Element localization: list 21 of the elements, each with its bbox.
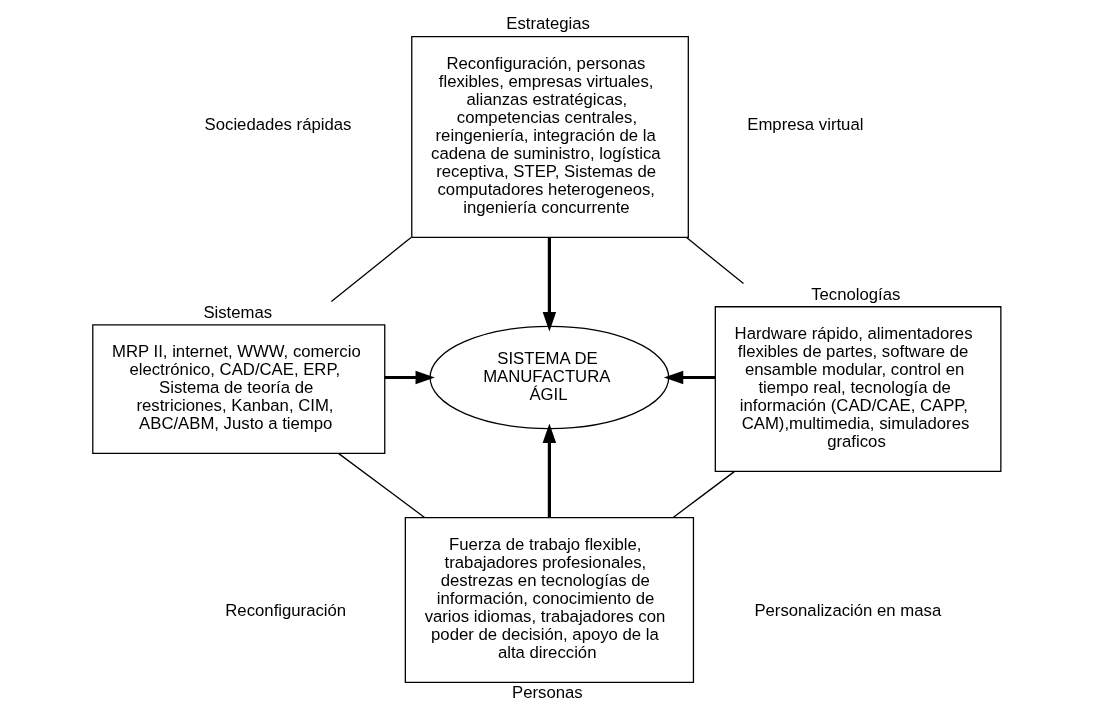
node-label: Estrategias <box>506 14 590 34</box>
arrow <box>542 423 557 518</box>
label: Personalización en masa <box>754 600 942 620</box>
node-label: Sistemas <box>203 302 273 322</box>
arrow <box>663 370 715 385</box>
node-label: Tecnologías <box>811 284 901 304</box>
label: Reconfiguración <box>225 600 347 620</box>
arrow <box>384 370 435 385</box>
node-box: Hardware rápido, alimentadores flexibles de partes, software de ensamble modular, control en tiempo real, tecnología de información (CAD/CAE, CAPP, CAM),multimedia, simuladores graficos <box>714 306 1002 473</box>
connector <box>685 236 745 285</box>
node-box: Fuerza de trabajo flexible, trabajadores profesionales, destrezas en tecnologías de información, conocimiento de varios idiomas, trabajadores con poder de decisión, apoyo de la alta dirección <box>404 517 695 683</box>
connector <box>330 236 412 303</box>
label: Sociedades rápidas <box>204 114 352 134</box>
arrow <box>542 237 557 332</box>
connector <box>338 453 426 519</box>
connector <box>672 471 735 519</box>
node-box: Reconfiguración, personas flexibles, empresas virtuales, alianzas estratégicas, competencias centrales, reingeniería, integración de la cadena de suministro, logística receptiva, STEP, Sistemas de computadores heterogeneos, ingeniería concurrente <box>411 36 689 238</box>
node-label: Personas <box>512 683 583 703</box>
node-ellipse: SISTEMA DE MANUFACTURA ÁGIL <box>429 325 670 430</box>
node-box: MRP II, internet, WWW, comercio electrónico, CAD/CAE, ERP, Sistema de teoría de restriciones, Kanban, CIM, ABC/ABM, Justo a tiempo <box>92 324 386 455</box>
label: Empresa virtual <box>747 114 864 134</box>
